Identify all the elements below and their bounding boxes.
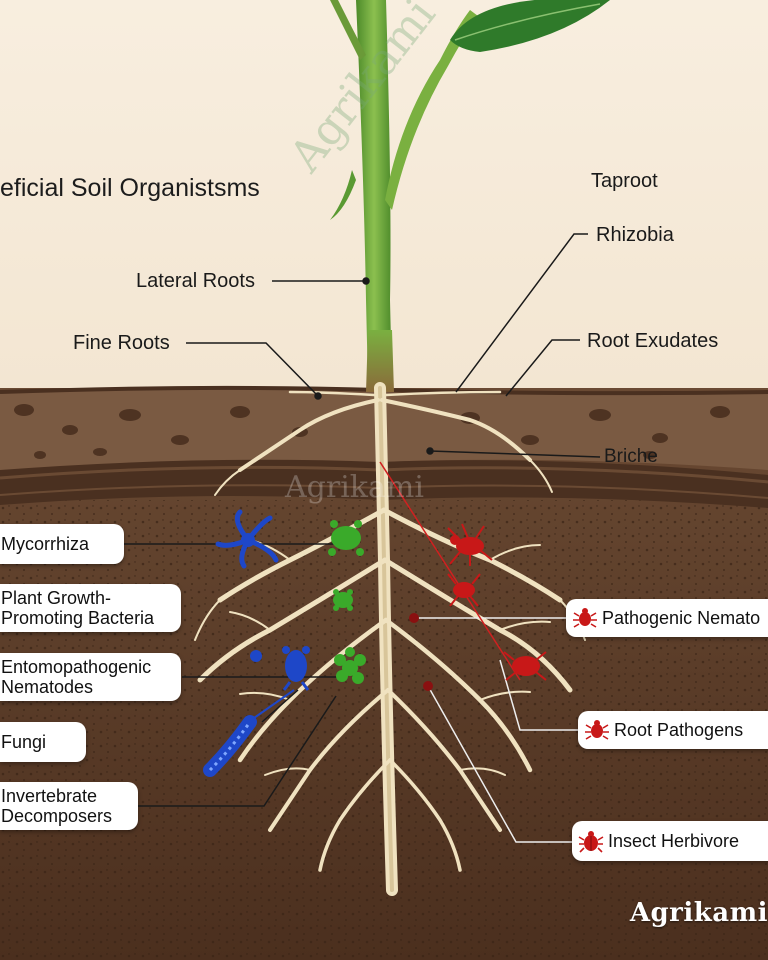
root-pathogens-line bbox=[499, 659, 578, 731]
label-entomopathogenic-nematodes: Entomopathogenic Nematodes bbox=[0, 653, 181, 701]
label-plant-growth-promoting-bacteria: Plant Growth- Promoting Bacteria bbox=[0, 584, 181, 632]
briche-line bbox=[429, 450, 601, 458]
rhizobia-line bbox=[455, 233, 588, 393]
leaf-icon bbox=[450, 0, 610, 52]
watermark-soil: Agrikami bbox=[285, 470, 424, 505]
label-briche: Briche bbox=[604, 446, 658, 467]
mite-icon bbox=[447, 523, 547, 681]
label-root-pathogens: Root Pathogens bbox=[578, 711, 768, 749]
mite-icon bbox=[573, 608, 597, 628]
callout-lines bbox=[124, 233, 601, 807]
label-insect-herbivores: Insect Herbivore bbox=[572, 821, 768, 861]
nematode-icon bbox=[215, 509, 279, 569]
label-fungi: Fungi bbox=[0, 722, 86, 762]
fungi-icon bbox=[334, 647, 366, 684]
label-root-exudates: Root Exudates bbox=[587, 330, 719, 352]
millipede-icon bbox=[203, 689, 295, 777]
label-rhizobia: Rhizobia bbox=[596, 224, 674, 246]
insect-herbivores-line bbox=[427, 685, 574, 843]
page-title: eficial Soil Organistsms bbox=[0, 174, 260, 202]
invert-line bbox=[138, 695, 337, 807]
beetle-icon bbox=[578, 831, 604, 853]
root-system bbox=[194, 382, 586, 896]
fine-roots-line bbox=[186, 342, 319, 397]
brand-logo-text: Agrikami bbox=[629, 898, 768, 928]
red-pathogen-line bbox=[379, 461, 521, 681]
plant-stem bbox=[356, 0, 392, 385]
label-lateral-roots: Lateral Roots bbox=[136, 270, 255, 292]
root-exudates-line bbox=[505, 339, 580, 397]
fungi-line bbox=[261, 689, 299, 723]
epn-icon bbox=[250, 646, 310, 691]
harm-callout-lines bbox=[414, 617, 578, 843]
label-pathogenic-nematodes: Pathogenic Nemato bbox=[566, 599, 768, 637]
label-invertebrate-decomposers: Invertebrate Decomposers bbox=[0, 782, 138, 830]
label-taproot: Taproot bbox=[591, 170, 658, 192]
label-fine-roots: Fine Roots bbox=[73, 332, 170, 354]
label-mycorrhiza: Mycorrhiza bbox=[0, 524, 124, 564]
mite-icon bbox=[585, 720, 609, 740]
bacteria-icon bbox=[328, 520, 364, 611]
